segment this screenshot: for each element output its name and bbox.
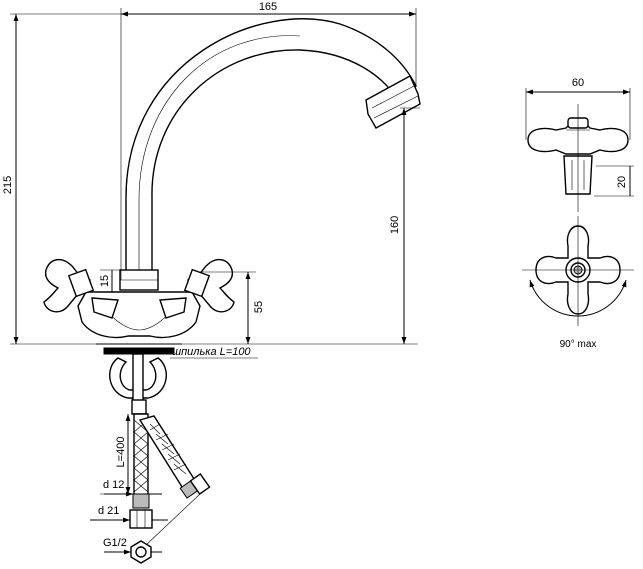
dim-hose-d12: d 12 — [103, 479, 124, 491]
dim-handle-height: 20 — [616, 176, 628, 188]
flexible-hoses — [133, 413, 211, 499]
dim-spout-height: 160 — [389, 216, 401, 234]
dim-hose-d21: d 21 — [98, 505, 119, 517]
rotation-arc — [529, 279, 627, 317]
dim-hose-length: L=400 — [115, 437, 127, 468]
dim-rotation-angle: 90° max — [560, 339, 597, 350]
dim-valve-height: 55 — [253, 301, 265, 313]
dim-handle-offset: 15 — [99, 275, 111, 287]
left-cross-handle — [43, 259, 119, 319]
thread-fitting-g12 — [130, 540, 152, 564]
dim-total-height: 215 — [2, 176, 14, 194]
mounting-horseshoe — [109, 357, 167, 399]
mounting-nut — [131, 399, 147, 415]
dim-stud-length: шпилька L=100 — [172, 346, 251, 358]
dim-thread: G1/2 — [103, 537, 127, 549]
faucet-main-view: 165 215 160 15 55 шпилька L=100 L=400 d … — [2, 1, 421, 564]
spout — [125, 18, 417, 273]
dim-spout-width: 165 — [259, 1, 277, 13]
handle-detail-view: 60 20 90° max — [522, 77, 634, 350]
base-gasket — [103, 347, 175, 355]
right-cross-handle — [159, 259, 235, 319]
hose-ferrule-d12 — [132, 493, 150, 509]
hose-nut-d21 — [129, 509, 153, 529]
dim-handle-width: 60 — [572, 77, 584, 89]
